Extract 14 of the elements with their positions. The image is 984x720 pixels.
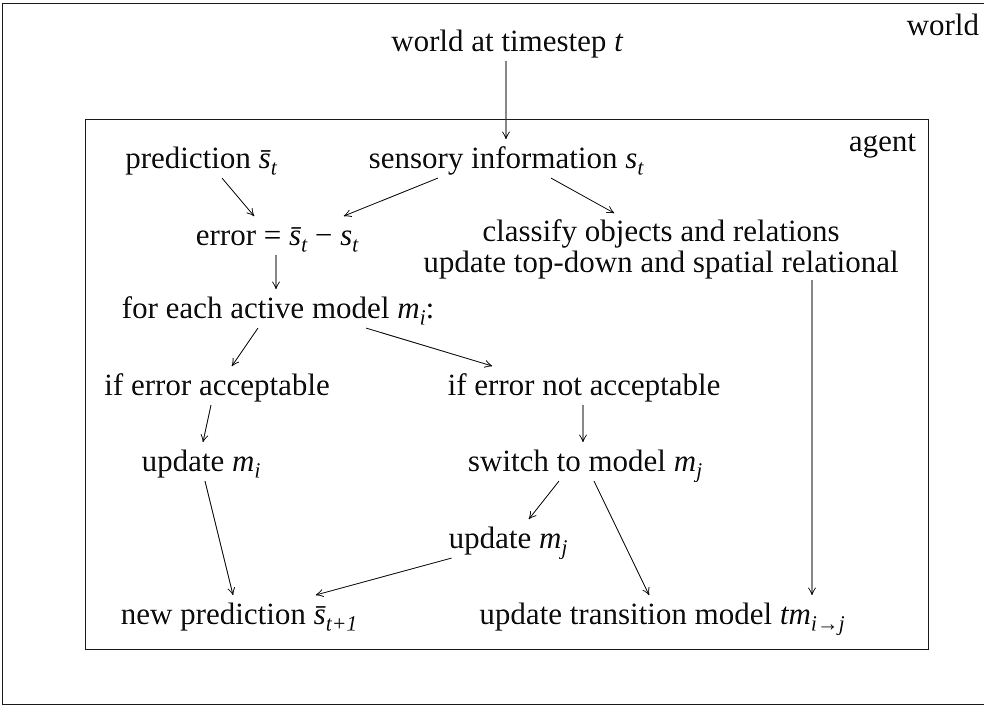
frame-label: world xyxy=(906,8,979,42)
step-text: new prediction s̄$_{t+1}$ xyxy=(120,596,358,632)
step-text: if error not acceptable xyxy=(448,368,720,402)
agent-frame xyxy=(85,119,929,650)
step-text: prediction s̄$_{t}$ xyxy=(125,140,277,176)
step-text: if error acceptable xyxy=(104,368,330,402)
world-frame xyxy=(2,3,984,705)
step-text: error = s̄$_{t}$ − s$_{t}$ xyxy=(196,218,358,252)
step-text: for each active model m$_{i}$: xyxy=(122,290,434,326)
step-text: classify objects and relations xyxy=(481,215,841,246)
step-text: world at timestep t xyxy=(391,24,623,58)
step-text: sensory information s$_{t}$ xyxy=(368,140,644,176)
step-text: update m$_{i}$ xyxy=(142,444,260,478)
frame-label: agent xyxy=(848,124,916,158)
